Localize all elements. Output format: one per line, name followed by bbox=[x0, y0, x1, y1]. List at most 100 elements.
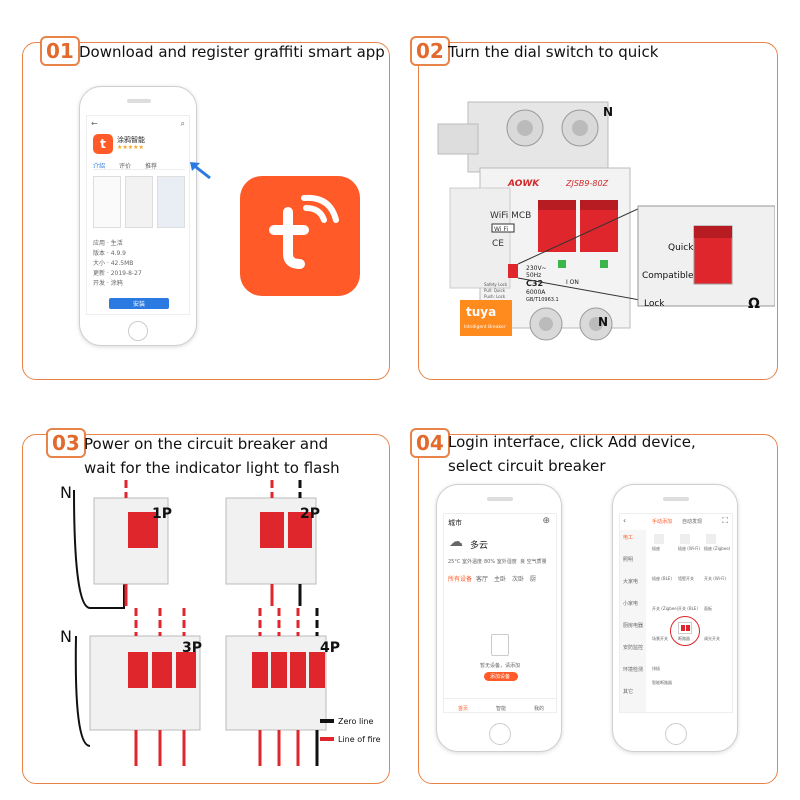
category-item[interactable]: 其它 bbox=[623, 689, 634, 695]
breaker-illustration: N AOWK ZJSB9-80Z WiFi MCB Wi Fi CE I ON … bbox=[437, 101, 775, 341]
category-item[interactable]: 环境检测 bbox=[623, 667, 644, 673]
rating-line: 230V~ bbox=[526, 265, 547, 272]
category-item[interactable]: 大家电 bbox=[623, 579, 639, 585]
nav-home[interactable]: 首页 bbox=[458, 706, 469, 712]
rating-line: C32 bbox=[526, 279, 543, 288]
device-item[interactable]: 场景开关 bbox=[652, 636, 668, 641]
add-icon[interactable]: ⊕ bbox=[542, 516, 550, 526]
callout-lock: Lock bbox=[644, 299, 665, 309]
category-item[interactable]: 安防监控 bbox=[623, 645, 644, 651]
tab-recommend[interactable]: 推荐 bbox=[145, 163, 158, 170]
rating-line: 50Hz bbox=[526, 272, 541, 279]
pole-label-4p: 4P bbox=[320, 640, 340, 656]
device-thumb bbox=[654, 534, 664, 544]
pole-diagrams: N 1P 2P N 3P 4P Zero line Line of fire bbox=[60, 480, 381, 766]
app-store-screen: ← ⌕ t 涂鸦智能 ★★★★★ 介绍 评价 推荐 应用 · 生活 版本 · 4… bbox=[86, 115, 190, 315]
step-3-text-line1: Power on the circuit breaker and bbox=[84, 435, 329, 453]
app-tabs: 介绍 评价 推荐 bbox=[93, 160, 185, 170]
step-4-text-line2: select circuit breaker bbox=[448, 457, 606, 475]
nav-smart[interactable]: 智能 bbox=[496, 706, 507, 712]
category-item[interactable]: 照明 bbox=[623, 557, 634, 563]
back-icon[interactable]: ‹ bbox=[623, 516, 627, 525]
step-4-text-line1: Login interface, click Add device, bbox=[448, 433, 696, 451]
side-text: Safety Lock bbox=[484, 282, 508, 287]
device-item[interactable]: 智能断路器 bbox=[652, 680, 672, 685]
tuya-app-icon bbox=[240, 176, 360, 296]
n-label-1p: N bbox=[60, 483, 72, 502]
callout-compatible: Compatible bbox=[642, 271, 694, 281]
nav-me[interactable]: 我的 bbox=[534, 706, 545, 712]
empty-doc-icon bbox=[491, 634, 509, 656]
room-tab[interactable]: 次卧 bbox=[512, 576, 525, 583]
device-item[interactable]: 开关 (Wi-Fi) bbox=[704, 576, 726, 581]
room-tab[interactable]: 客厅 bbox=[476, 576, 489, 583]
tab-manual[interactable]: 手动添加 bbox=[652, 519, 673, 525]
side-text: Pull: Quick bbox=[484, 288, 506, 293]
device-thumb bbox=[706, 534, 716, 544]
device-item[interactable]: 插座 (Wi-Fi) bbox=[678, 546, 700, 551]
step-4-badge: 04 bbox=[410, 428, 450, 458]
home-button[interactable] bbox=[665, 723, 687, 745]
callout-quick: Quick bbox=[668, 243, 694, 253]
callout-lock-symbol: Ω bbox=[748, 296, 760, 312]
device-item[interactable]: 开关 (BLE) bbox=[678, 606, 698, 611]
add-device-label: 添加设备 bbox=[490, 674, 511, 680]
info-row: 应用 · 生活 bbox=[93, 240, 123, 247]
rating-line: 6000A bbox=[526, 289, 546, 296]
tuya-app-icon-small[interactable]: t bbox=[93, 134, 113, 154]
home-button[interactable] bbox=[489, 723, 511, 745]
scan-icon[interactable]: ⛶ bbox=[722, 516, 728, 525]
room-tab[interactable]: 主卧 bbox=[494, 576, 507, 583]
app-name: 涂鸦智能 bbox=[117, 136, 145, 144]
step-1-badge: 01 bbox=[40, 36, 80, 66]
category-item[interactable]: 小家电 bbox=[623, 601, 639, 607]
tab-reviews[interactable]: 评价 bbox=[119, 163, 132, 170]
device-item[interactable]: 开关 (Zigbee) bbox=[652, 606, 679, 611]
category-item[interactable]: 电工 bbox=[623, 535, 634, 541]
tuya-logo-icon bbox=[269, 194, 339, 269]
device-item[interactable]: 插座 bbox=[652, 546, 660, 551]
brand-label: AOWK bbox=[507, 179, 540, 189]
rating-line: GB/T10963.1 bbox=[526, 297, 559, 303]
phone-speaker bbox=[663, 497, 689, 501]
home-button[interactable] bbox=[128, 321, 148, 341]
tuya-sub: Intelligent Breaker bbox=[464, 324, 506, 330]
room-tab[interactable]: 厨 bbox=[530, 576, 537, 583]
info-row: 开发 · 涂鸦 bbox=[93, 280, 123, 287]
n-label-top: N bbox=[603, 105, 613, 119]
device-item[interactable]: 墙壁开关 bbox=[678, 576, 694, 581]
device-item[interactable]: 插座 (BLE) bbox=[652, 576, 672, 581]
tab-auto[interactable]: 自动发现 bbox=[682, 519, 703, 525]
tab-intro[interactable]: 介绍 bbox=[93, 163, 106, 170]
pole-label-2p: 2P bbox=[300, 506, 320, 522]
legend-zero-line: Zero line bbox=[338, 717, 373, 726]
weather-text: 多云 bbox=[470, 541, 489, 551]
device-item[interactable]: 插座 (Zigbee) bbox=[704, 546, 731, 551]
pole-label-3p: 3P bbox=[182, 640, 202, 656]
ce-mark: CE bbox=[492, 239, 504, 249]
on-label: I ON bbox=[566, 279, 579, 286]
category-item[interactable]: 厨房电器 bbox=[623, 623, 644, 629]
screenshot-1 bbox=[93, 176, 121, 228]
room-tab[interactable]: 所有设备 bbox=[448, 576, 473, 583]
home-app-phone: 城市 ⊕ ☁ 多云 25°C 室外温度 80% 室外湿度 良 空气质量 所有设备… bbox=[436, 484, 562, 752]
side-text: Push: Lock bbox=[484, 294, 506, 299]
pole-label-1p: 1P bbox=[152, 506, 172, 522]
search-icon[interactable]: ⌕ bbox=[180, 119, 185, 128]
home-title[interactable]: 城市 bbox=[448, 519, 462, 527]
install-label: 安装 bbox=[133, 301, 146, 308]
device-item[interactable]: 排插 bbox=[652, 666, 660, 671]
n-label-bottom: N bbox=[598, 315, 608, 329]
back-arrow-icon[interactable]: ← bbox=[91, 119, 98, 128]
step-3-panel bbox=[22, 434, 390, 784]
info-row: 大小 · 42.5MB bbox=[93, 260, 134, 267]
screenshot-3 bbox=[157, 176, 185, 228]
n-label-3p: N bbox=[60, 627, 72, 646]
step-3-text-line2: wait for the indicator light to flash bbox=[84, 459, 340, 477]
install-button[interactable]: 安装 bbox=[109, 298, 169, 309]
add-device-button[interactable]: 添加设备 bbox=[484, 672, 518, 681]
wifi-badge: Wi Fi bbox=[494, 226, 508, 233]
device-item[interactable]: 调光开关 bbox=[704, 636, 720, 641]
home-app-screen: 城市 ⊕ ☁ 多云 25°C 室外温度 80% 室外湿度 良 空气质量 所有设备… bbox=[443, 513, 557, 713]
device-item[interactable]: 面板 bbox=[704, 606, 712, 611]
